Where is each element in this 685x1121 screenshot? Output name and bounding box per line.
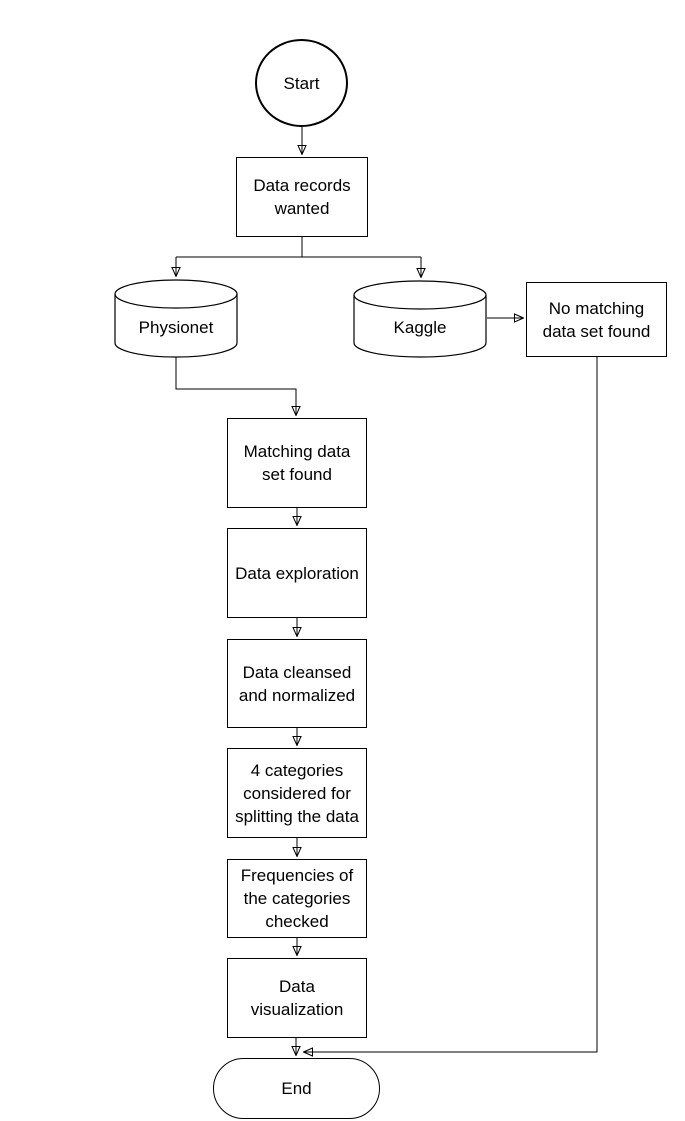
datastore-physionet: Physionet (114, 279, 238, 358)
end-node: End (213, 1058, 380, 1119)
datastore-kaggle: Kaggle (353, 280, 487, 358)
process-data-visualization: Data visualization (227, 958, 367, 1038)
process-4-categories-splitting: 4 categories considered for splitting th… (227, 748, 367, 838)
process-data-cleansed-normalized: Data cleansed and normalized (227, 639, 367, 728)
process-matching-data-set-found: Matching data set found (227, 418, 367, 508)
datastore-physionet-label: Physionet (138, 317, 214, 337)
process-no-matching-data-set-found: No matching data set found (526, 282, 667, 357)
datastore-kaggle-label: Kaggle (393, 318, 447, 337)
start-node: Start (255, 39, 348, 127)
cylinder-shape (353, 280, 487, 358)
process-data-records-wanted: Data records wanted (236, 157, 368, 237)
edge-physionet-to-matching (175, 357, 296, 415)
process-frequencies-checked: Frequencies of the categories checked (227, 859, 367, 938)
cylinder-shape (114, 279, 238, 358)
process-data-exploration: Data exploration (227, 528, 367, 618)
